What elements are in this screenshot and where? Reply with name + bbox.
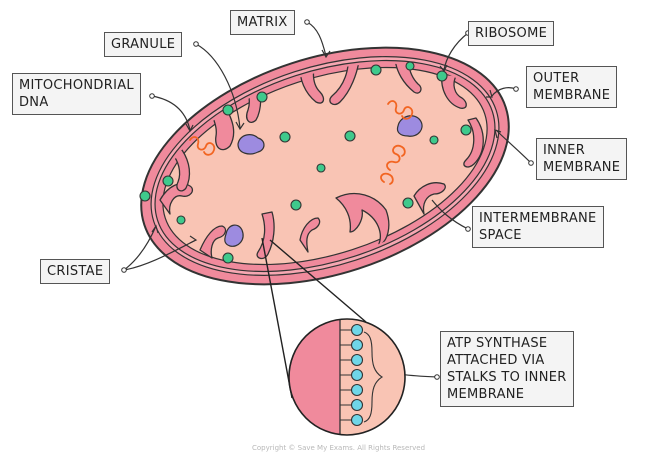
atp-synthase-zoom (288, 318, 406, 436)
label-inner-membrane: INNER MEMBRANE (536, 138, 628, 180)
label-dots (121, 19, 534, 380)
granules (224, 115, 423, 247)
ribosomes (139, 61, 472, 264)
label-matrix: MATRIX (230, 10, 295, 35)
label-mitochondrial-dna: MITOCHONDRIAL DNA (12, 73, 141, 115)
label-atp-synthase-line3: STALKS TO INNER (447, 370, 567, 385)
label-ribosome-text: RIBOSOME (475, 26, 548, 41)
label-mito-dna-line2: DNA (19, 95, 49, 110)
label-atp-synthase: ATP SYNTHASE ATTACHED VIA STALKS TO INNE… (440, 331, 574, 407)
zoom-lines (261, 237, 367, 399)
label-ribosome: RIBOSOME (468, 21, 555, 46)
label-outer-membrane: OUTER MEMBRANE (526, 66, 618, 108)
label-cristae: CRISTAE (40, 259, 111, 284)
label-intermembrane-space-line2: SPACE (479, 228, 522, 243)
label-intermembrane-space-line1: INTERMEMBRANE (479, 211, 597, 226)
label-inner-membrane-line2: MEMBRANE (543, 160, 621, 175)
label-outer-membrane-line1: OUTER (533, 71, 580, 86)
label-intermembrane-space: INTERMEMBRANE SPACE (472, 206, 604, 248)
label-granule-text: GRANULE (111, 37, 176, 52)
label-matrix-text: MATRIX (237, 15, 288, 30)
label-atp-synthase-line4: MEMBRANE (447, 387, 525, 402)
mitochondrial-dna (189, 100, 414, 185)
label-cristae-text: CRISTAE (47, 264, 104, 279)
leader-arrows (151, 49, 502, 244)
label-granule: GRANULE (104, 32, 183, 57)
copyright-text: Copyright © Save My Exams. All Rights Re… (252, 444, 426, 452)
label-outer-membrane-line2: MEMBRANE (533, 88, 611, 103)
label-mito-dna-line1: MITOCHONDRIAL (19, 78, 134, 93)
label-atp-synthase-line2: ATTACHED VIA (447, 353, 545, 368)
label-atp-synthase-line1: ATP SYNTHASE (447, 336, 548, 351)
label-inner-membrane-line1: INNER (543, 143, 586, 158)
